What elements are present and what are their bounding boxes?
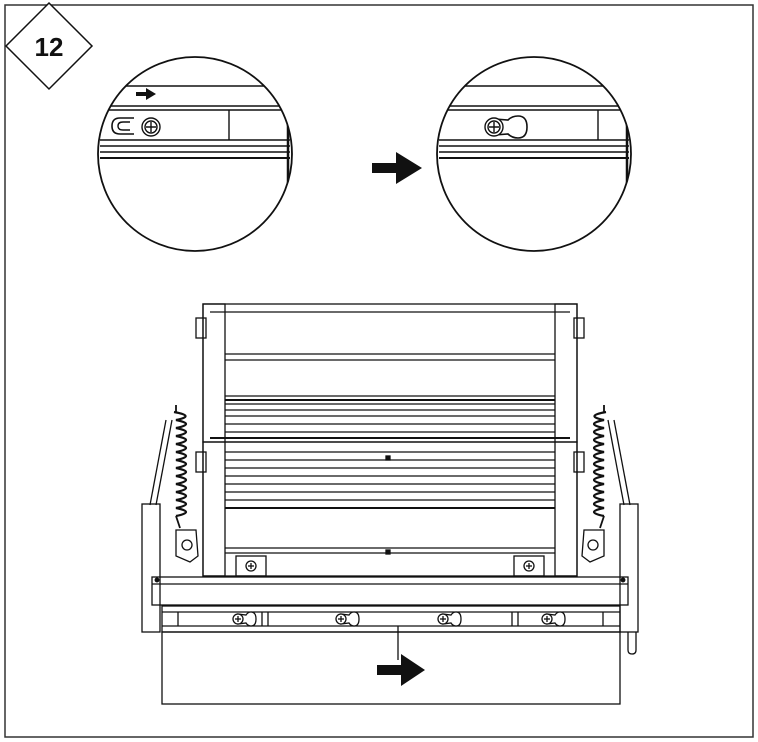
step-number: 12	[35, 32, 64, 62]
keyhole-slot-icon	[494, 115, 528, 139]
keyhole-slot-icon	[335, 611, 360, 627]
keyhole-slot-icon	[437, 611, 462, 627]
arrow-right-icon	[372, 152, 422, 184]
step-badge: 12	[4, 1, 94, 91]
screw-icon	[484, 117, 504, 137]
spring-coil-icon	[173, 405, 188, 529]
arrow-right-icon	[136, 88, 156, 100]
arrow-right-icon	[377, 654, 425, 686]
step-diamond-icon	[4, 1, 94, 91]
figure-frame	[4, 4, 754, 738]
spring-coil-icon	[592, 405, 607, 529]
detail-after	[436, 56, 632, 252]
keyhole-slot-icon	[232, 611, 257, 627]
rail-fasteners	[232, 611, 566, 627]
assembly-drawing	[141, 303, 639, 705]
detail-before	[97, 56, 293, 252]
keyhole-slot-icon	[541, 611, 566, 627]
screw-icon	[141, 117, 161, 137]
